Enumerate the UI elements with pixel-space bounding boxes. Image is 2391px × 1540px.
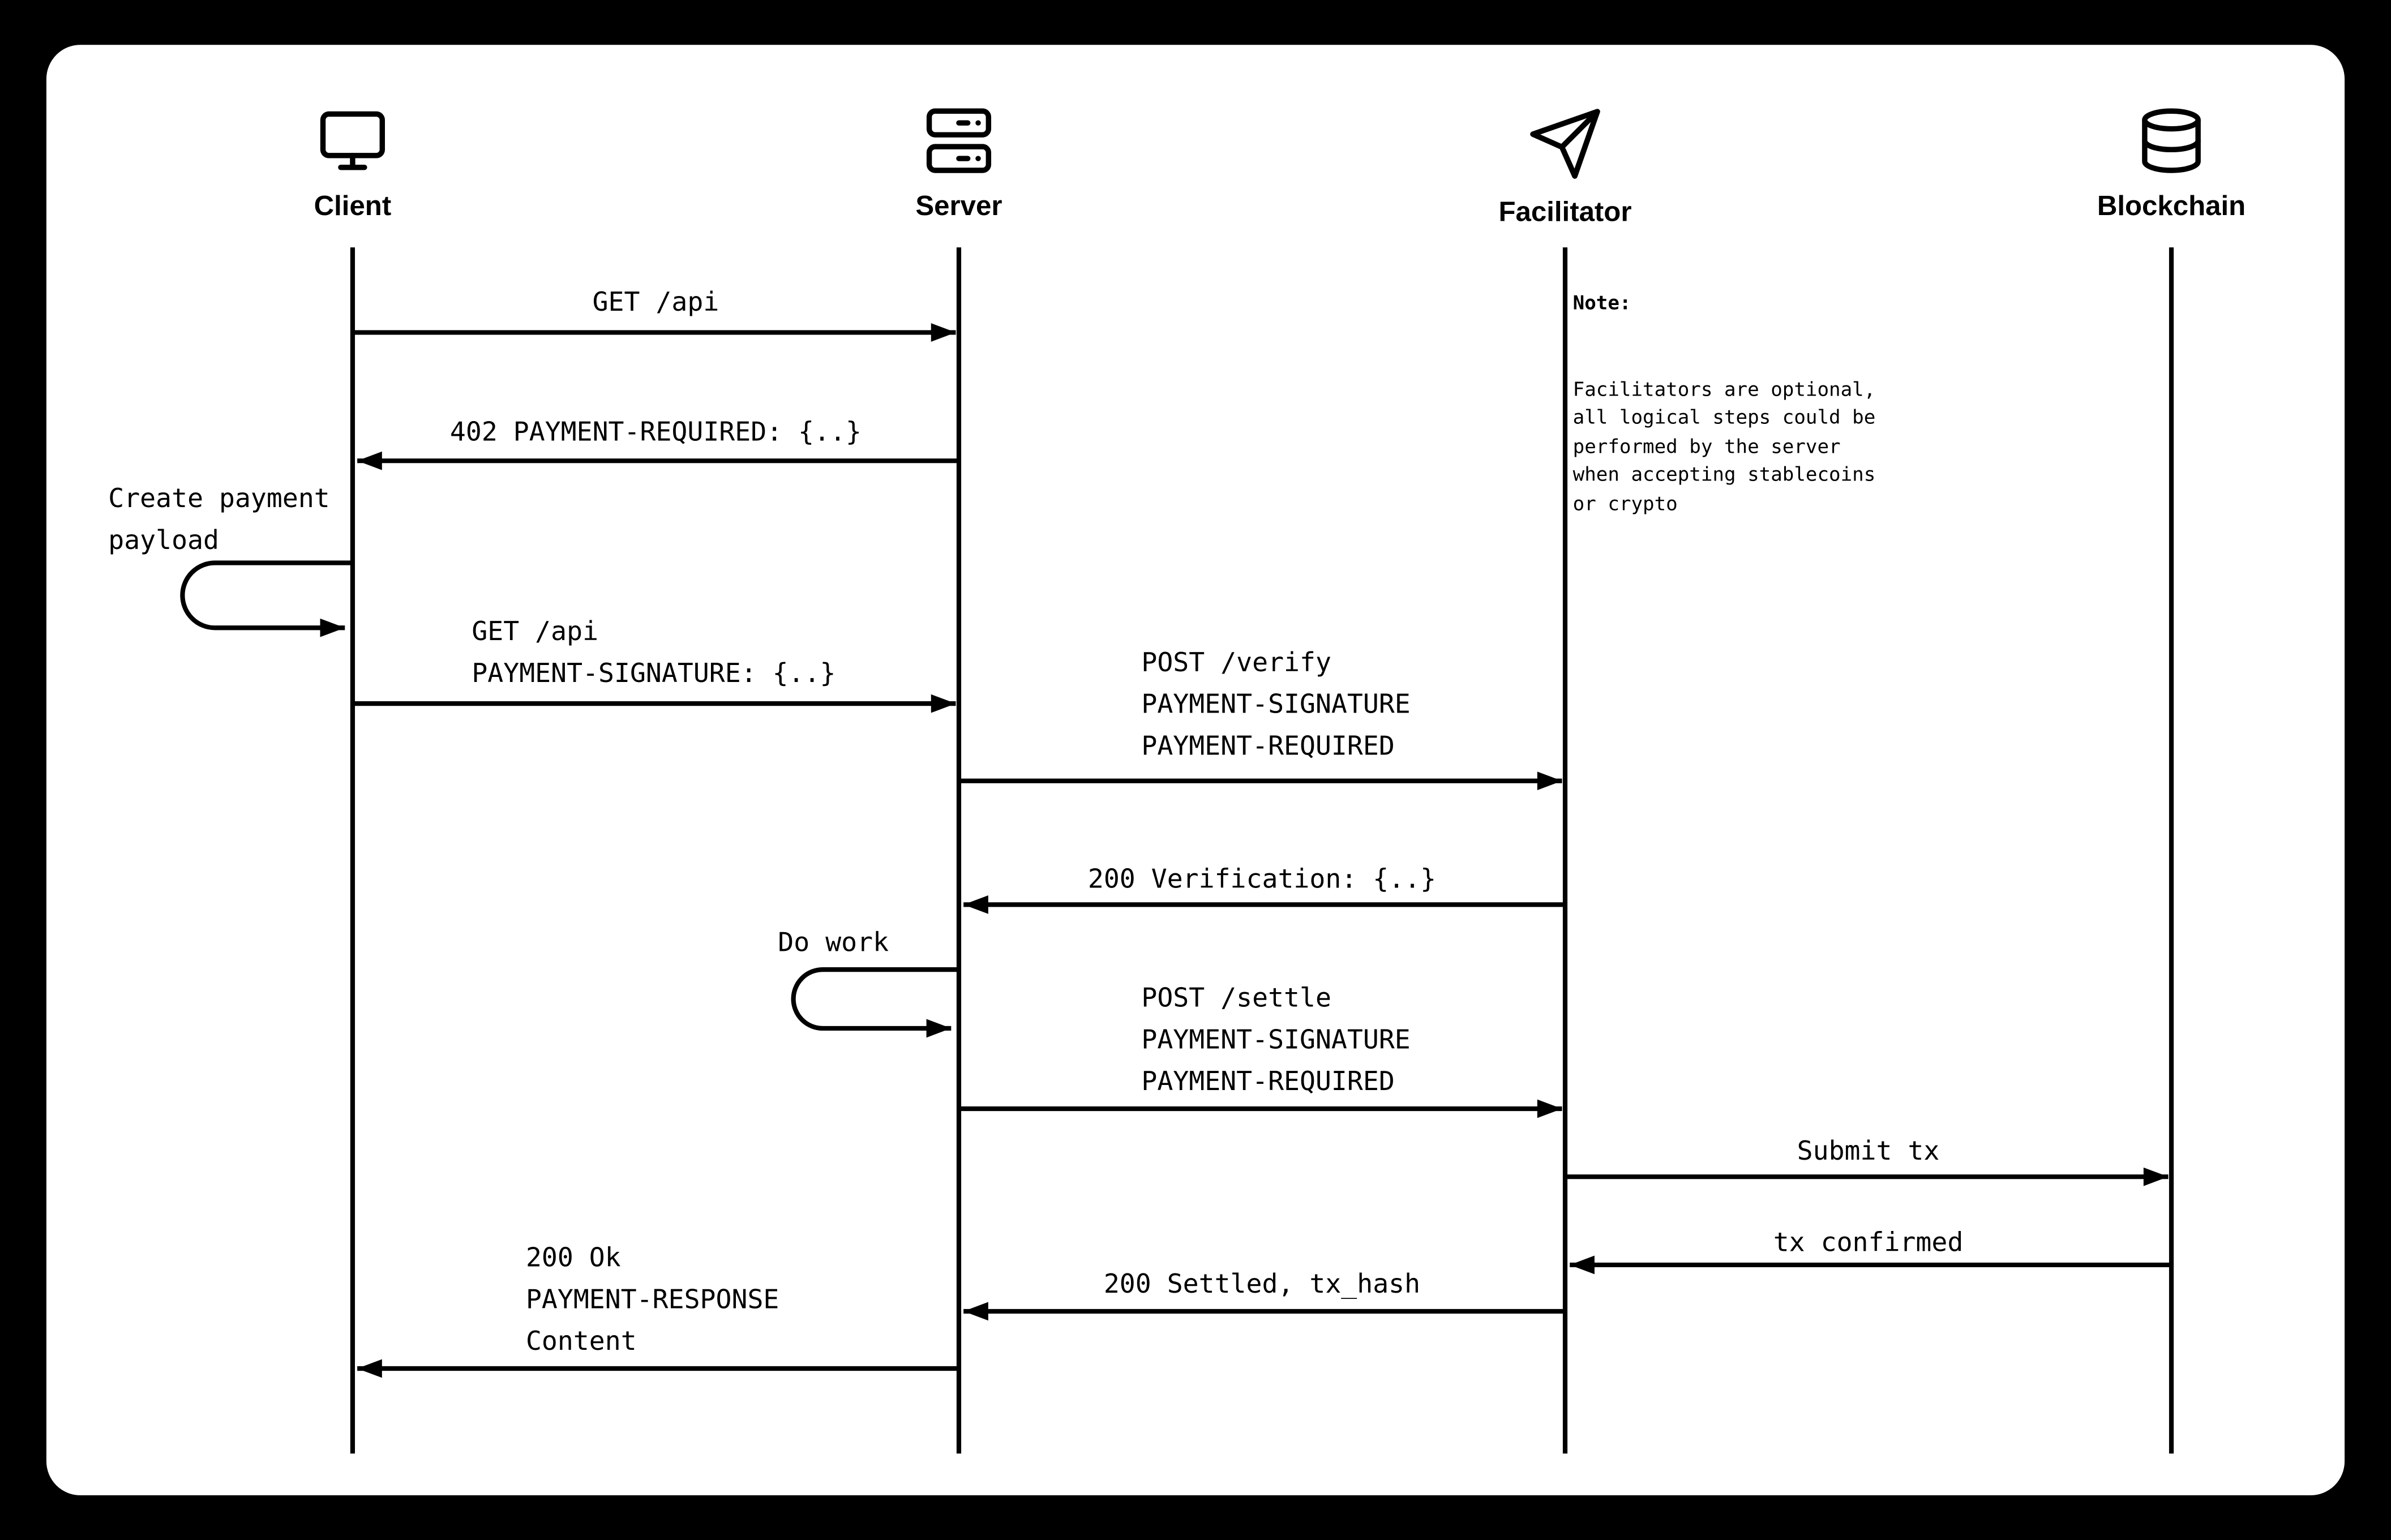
self-loop-do-work xyxy=(791,967,958,1038)
participant-label-client: Client xyxy=(314,190,392,221)
server-icon xyxy=(926,108,992,173)
message-tx-confirmed: tx confirmed xyxy=(1773,1228,1964,1259)
monitor-icon xyxy=(320,111,385,170)
paper-plane-icon xyxy=(1530,109,1600,179)
message-get-api: GET /api xyxy=(592,288,719,319)
participant-client: Client xyxy=(182,105,522,221)
message-response: 200 Ok PAYMENT-RESPONSE Content xyxy=(525,1243,779,1358)
note-title: Note: xyxy=(1572,290,1631,314)
message-payment-required: 402 PAYMENT-REQUIRED: {..} xyxy=(449,417,862,449)
facilitator-note: Note: Facilitators are optional, all log… xyxy=(1573,232,1876,576)
self-loop-create-payload xyxy=(180,560,352,637)
message-post-settle: POST /settle PAYMENT-SIGNATURE PAYMENT-R… xyxy=(1141,983,1411,1098)
participant-facilitator: Facilitator xyxy=(1395,105,1735,228)
participant-label-facilitator: Facilitator xyxy=(1498,196,1632,228)
message-settled: 200 Settled, tx_hash xyxy=(1103,1269,1421,1301)
message-post-verify: POST /verify PAYMENT-SIGNATURE PAYMENT-R… xyxy=(1141,647,1411,762)
message-get-api-signed: GET /api PAYMENT-SIGNATURE: {..} xyxy=(472,617,836,690)
participant-label-blockchain: Blockchain xyxy=(2097,190,2246,221)
participant-server: Server xyxy=(789,105,1129,221)
message-submit-tx: Submit tx xyxy=(1797,1136,1940,1168)
diagram-card xyxy=(46,45,2345,1496)
message-verification: 200 Verification: {..} xyxy=(1087,864,1437,895)
participant-label-server: Server xyxy=(915,190,1002,221)
note-body: Facilitators are optional, all logical s… xyxy=(1572,376,1876,514)
message-create-payload: Create payment payload xyxy=(108,484,330,557)
message-do-work: Do work xyxy=(778,928,889,959)
database-icon xyxy=(2142,108,2201,173)
participant-blockchain: Blockchain xyxy=(2001,105,2341,221)
